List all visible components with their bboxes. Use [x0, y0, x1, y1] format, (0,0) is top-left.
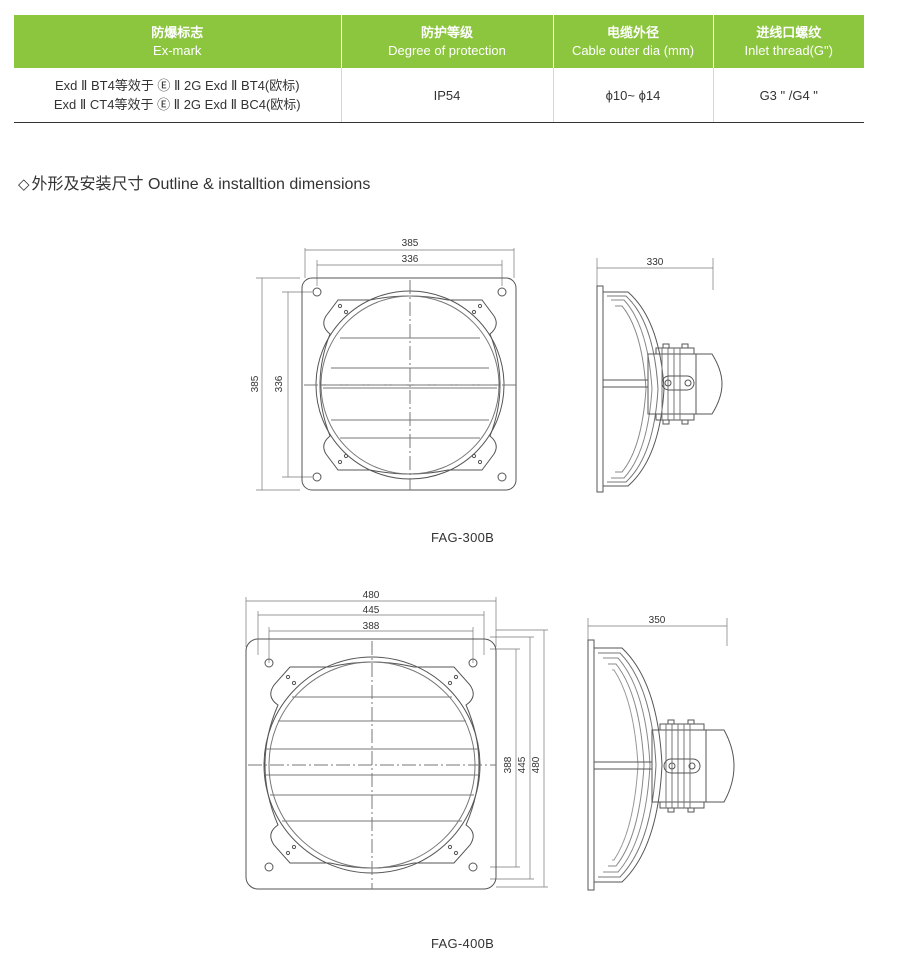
fag300b-side-view: 330	[596, 257, 723, 493]
model-label-fag300b: FAG-300B	[431, 530, 495, 545]
spec-table-row: Exd Ⅱ BT4等效于 Ⓔ Ⅱ 2G Exd Ⅱ BT4(欧标) Exd Ⅱ …	[14, 68, 864, 123]
cell-exmark: Exd Ⅱ BT4等效于 Ⓔ Ⅱ 2G Exd Ⅱ BT4(欧标) Exd Ⅱ …	[14, 68, 342, 123]
dim-outer-height: 480	[531, 756, 542, 773]
dim-hole-height: 445	[517, 756, 528, 773]
header-exmark: 防爆标志 Ex-mark	[14, 15, 342, 68]
dim-hole-width: 445	[363, 605, 380, 616]
fag400b-side-view: 350	[587, 615, 735, 891]
fag300b-front-view: 385 336 385 336	[250, 238, 517, 491]
dim-hole-width: 336	[402, 254, 419, 265]
cell-thread: G3 " /G4 "	[713, 68, 864, 123]
header-protection: 防护等级 Degree of protection	[341, 15, 554, 68]
dim-side-depth: 330	[647, 257, 664, 268]
header-thread: 进线口螺纹 Inlet thread(G")	[713, 15, 864, 68]
dim-outer-width: 385	[402, 238, 419, 249]
dim-hole-height: 336	[274, 375, 285, 392]
spec-table-header-row: 防爆标志 Ex-mark 防护等级 Degree of protection 电…	[14, 15, 864, 68]
spec-table: 防爆标志 Ex-mark 防护等级 Degree of protection 电…	[14, 15, 864, 123]
dim-side-depth: 350	[649, 615, 666, 626]
header-cable-dia: 电缆外径 Cable outer dia (mm)	[553, 15, 714, 68]
dim-outer-width: 480	[363, 590, 380, 601]
cell-cable-dia: ϕ10~ ϕ14	[553, 68, 714, 123]
dim-outer-height: 385	[250, 375, 261, 392]
fag400b-front-view: 480 445 388 388 445 480	[245, 590, 548, 890]
section-heading-text: 外形及安装尺寸 Outline & installtion dimensions	[31, 176, 371, 193]
section-heading: ◇外形及安装尺寸 Outline & installtion dimension…	[18, 170, 370, 194]
model-label-fag400b: FAG-400B	[431, 936, 495, 951]
diamond-icon: ◇	[18, 176, 30, 193]
dim-inner-height: 388	[503, 756, 514, 773]
cell-protection: IP54	[341, 68, 554, 123]
dim-inner-width: 388	[363, 621, 380, 632]
